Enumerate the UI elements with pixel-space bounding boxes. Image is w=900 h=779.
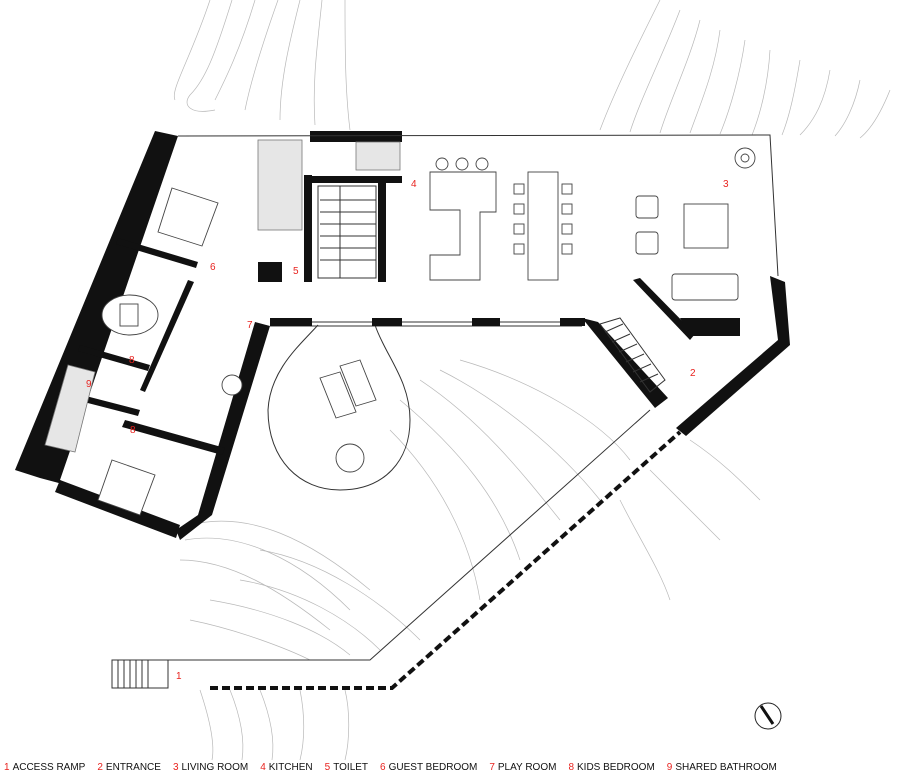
interior-walls: [78, 175, 402, 455]
room-labels: 1 2 3 4 5 6 7 8 8 9: [86, 179, 729, 682]
plan-label-5: 5: [293, 266, 299, 277]
terrain-contours-top: [173, 0, 891, 139]
courtyard-patio: [267, 324, 411, 491]
toilet-grey: [257, 139, 303, 231]
plan-label-1: 1: [176, 671, 182, 682]
terrain-contours-bottom: [179, 359, 761, 761]
stair-core: [317, 185, 377, 279]
shared-bath-grey: [44, 364, 96, 453]
plan-label-2: 2: [690, 368, 696, 379]
plan-label-4: 4: [411, 179, 417, 190]
plan-label-3: 3: [723, 179, 729, 190]
bath-grey: [355, 141, 401, 171]
plan-label-7: 7: [247, 320, 253, 331]
kitchen-furniture: [429, 157, 573, 281]
plan-label-8a: 8: [129, 355, 135, 366]
building-outline: [177, 134, 779, 327]
plan-label-9: 9: [86, 379, 92, 390]
courtyard-furniture: [221, 359, 377, 473]
access-ramp: [111, 409, 682, 690]
entrance-stairs: [599, 317, 666, 393]
plan-label-8b: 8: [130, 425, 136, 436]
exterior-walls: [15, 131, 790, 540]
living-furniture: [635, 147, 756, 301]
plan-label-6: 6: [210, 262, 216, 273]
path-edge-dashed: [210, 430, 682, 690]
bedroom-furniture: [97, 187, 219, 516]
north-arrow-icon: [754, 702, 782, 730]
